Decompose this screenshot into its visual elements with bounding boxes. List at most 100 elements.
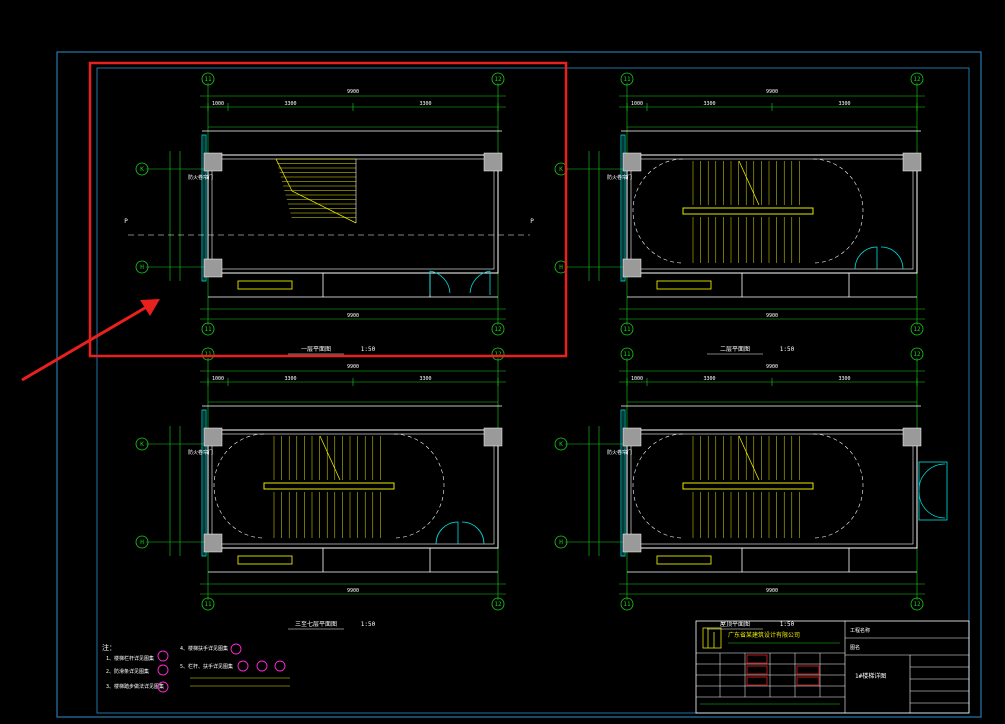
stair-break-line bbox=[738, 435, 760, 481]
grid-bubble bbox=[201, 72, 215, 86]
floor-slot bbox=[656, 555, 712, 565]
grid-bubble-label: 11 bbox=[204, 76, 212, 83]
grid-bubble bbox=[554, 535, 568, 549]
landing-arc bbox=[812, 158, 864, 264]
grid-bubble-label: H bbox=[140, 264, 144, 271]
sheet-outer-border bbox=[56, 51, 982, 718]
grid-bubble-label: H bbox=[140, 539, 144, 546]
grid-bubble-label: 11 bbox=[623, 326, 631, 333]
structural-column bbox=[902, 427, 922, 447]
section-mark: P bbox=[530, 218, 534, 225]
door-swing bbox=[918, 463, 946, 519]
grid-bubble-label: 11 bbox=[204, 601, 212, 608]
stair-handrail bbox=[682, 482, 814, 490]
side-label: 防火卷帘门 bbox=[607, 174, 632, 181]
plan-caption: 三至七层平面图 bbox=[295, 620, 337, 628]
door-swing bbox=[429, 270, 451, 295]
grid-bubble bbox=[491, 597, 505, 611]
structural-column bbox=[622, 427, 642, 447]
stair-break-line bbox=[275, 158, 357, 224]
grid-bubble bbox=[135, 437, 149, 451]
stair-break-line bbox=[319, 435, 341, 481]
door-swing bbox=[469, 270, 491, 295]
grid-bubble bbox=[910, 72, 924, 86]
stair-handrail bbox=[263, 482, 395, 490]
dimension-segment: 3300 bbox=[703, 101, 715, 107]
plan-caption: 一层平面图 bbox=[301, 346, 331, 353]
grid-bubble bbox=[491, 322, 505, 336]
landing-arc bbox=[812, 433, 864, 539]
dimension-segment: 1000 bbox=[631, 101, 643, 107]
wall-inner-outline bbox=[630, 158, 914, 270]
side-label: 防火卷帘门 bbox=[607, 449, 632, 456]
door-frame bbox=[918, 461, 948, 521]
plan-scale: 1:50 bbox=[780, 621, 795, 628]
note-item-4: 4、楼梯扶手详见图集 bbox=[180, 645, 228, 652]
grid-bubble bbox=[201, 347, 215, 361]
grid-bubble bbox=[491, 72, 505, 86]
grid-bubble bbox=[201, 322, 215, 336]
wall-inner-outline bbox=[630, 433, 914, 545]
note-item-1: 1、楼梯栏杆详见图集 bbox=[106, 655, 154, 662]
dimension-segment: 3300 bbox=[419, 101, 431, 107]
drawing-name: 1#楼梯详图 bbox=[855, 672, 886, 680]
landing-arc bbox=[632, 433, 684, 539]
grid-bubble-label: 11 bbox=[204, 351, 212, 358]
dimension-overall: 9900 bbox=[766, 89, 778, 95]
grid-bubble-label: 11 bbox=[623, 76, 631, 83]
grid-bubble-label: K bbox=[140, 441, 144, 448]
door-swing bbox=[880, 246, 904, 270]
grid-bubble bbox=[620, 72, 634, 86]
dimension-overall: 9900 bbox=[347, 313, 359, 319]
grid-bubble-label: 11 bbox=[623, 601, 631, 608]
grid-bubble bbox=[620, 322, 634, 336]
grid-bubble-label: 12 bbox=[913, 351, 921, 358]
grid-bubble bbox=[910, 347, 924, 361]
note-item-5: 5、栏杆、扶手详见图集 bbox=[180, 663, 233, 670]
grid-bubble-label: 12 bbox=[494, 76, 502, 83]
structural-column bbox=[203, 533, 223, 553]
grid-bubble-label: 12 bbox=[494, 351, 502, 358]
note-item-2: 2、防滑条详见图集 bbox=[106, 668, 149, 675]
grid-bubble-label: 12 bbox=[913, 601, 921, 608]
grid-bubble-label: 12 bbox=[913, 326, 921, 333]
grid-bubble-label: 12 bbox=[494, 326, 502, 333]
grid-bubble bbox=[135, 260, 149, 274]
plan-scale: 1:50 bbox=[361, 621, 376, 628]
notes-heading: 注： bbox=[102, 643, 116, 652]
structural-column bbox=[483, 427, 503, 447]
plan-scale: 1:50 bbox=[361, 346, 376, 353]
dimension-overall: 9900 bbox=[347, 89, 359, 95]
stair-handrail bbox=[682, 207, 814, 215]
dimension-segment: 1000 bbox=[212, 376, 224, 382]
floor-slot bbox=[237, 555, 293, 565]
floor-slot bbox=[656, 280, 712, 290]
section-mark: P bbox=[124, 218, 128, 225]
dimension-overall: 9900 bbox=[766, 313, 778, 319]
dimension-segment: 1000 bbox=[631, 376, 643, 382]
note-symbols bbox=[157, 643, 286, 693]
dimension-overall: 9900 bbox=[347, 588, 359, 594]
title-block: 广东省某建筑设计有限公司 工程名称 图名 1#楼梯详图 bbox=[695, 620, 970, 714]
grid-bubble-label: 11 bbox=[204, 326, 212, 333]
grid-bubble bbox=[620, 597, 634, 611]
dimension-overall: 9900 bbox=[347, 364, 359, 370]
grid-bubble-label: K bbox=[140, 166, 144, 173]
dimension-segment: 1000 bbox=[212, 101, 224, 107]
grid-bubble bbox=[554, 437, 568, 451]
dimension-overall: 9900 bbox=[766, 364, 778, 370]
side-label: 防火卷帘门 bbox=[188, 449, 213, 456]
grid-bubble-label: H bbox=[559, 539, 563, 546]
landing-arc bbox=[632, 158, 684, 264]
plan-scale: 1:50 bbox=[780, 346, 795, 353]
door-swing bbox=[854, 246, 878, 270]
selection-highlight-box[interactable] bbox=[88, 61, 568, 358]
structural-column bbox=[203, 152, 223, 172]
dimension-overall: 9900 bbox=[766, 588, 778, 594]
